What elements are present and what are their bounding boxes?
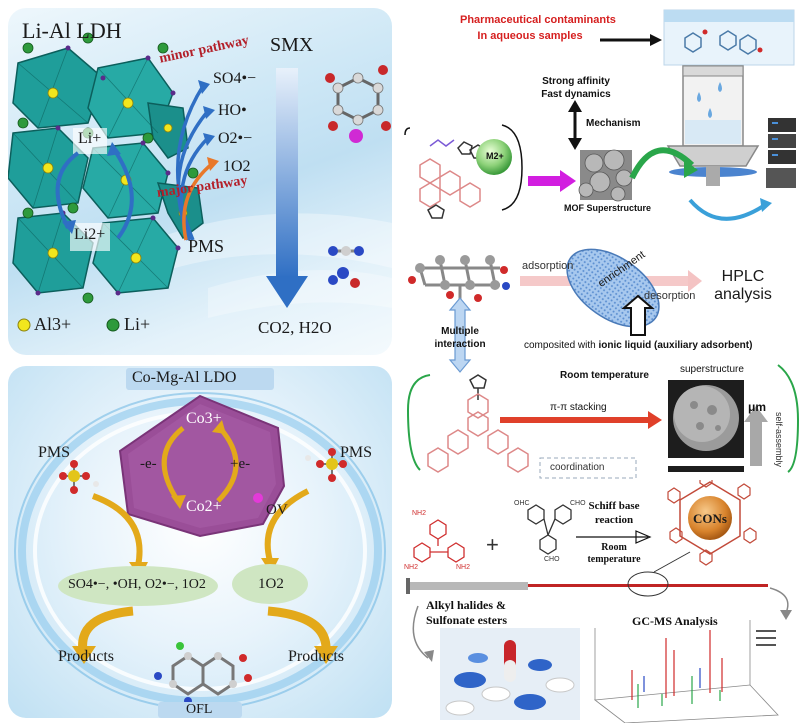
ofl-molecule bbox=[154, 642, 252, 705]
mechanism-label: Mechanism bbox=[586, 118, 641, 129]
pi-stacking-label: π-π stacking bbox=[550, 402, 607, 413]
metal-ion-label: M2+ bbox=[486, 151, 504, 161]
affinity-line2: Fast dynamics bbox=[541, 89, 611, 100]
pathway-arrows bbox=[175, 85, 215, 241]
multiple-interaction-line2: interaction bbox=[434, 339, 486, 350]
smx-label: SMX bbox=[270, 34, 314, 56]
amine-monomer bbox=[413, 519, 465, 563]
li-al-ldh-illustration bbox=[8, 32, 392, 332]
aldehyde-monomer bbox=[527, 504, 572, 555]
alkyl-halides-line2: Sulfonate esters bbox=[426, 613, 507, 627]
gcms-analysis-label: GC-MS Analysis bbox=[632, 614, 718, 628]
hplc-line1: HPLC bbox=[721, 268, 765, 285]
ldh-lattice bbox=[8, 32, 204, 304]
gcms-chromatogram bbox=[593, 620, 779, 723]
products-left-label: Products bbox=[58, 648, 114, 665]
sulfate-radical-label: SO4•− bbox=[213, 70, 257, 87]
pills-photo bbox=[440, 628, 580, 720]
radicals-label: SO4•−, •OH, O2•−, 1O2 bbox=[68, 577, 206, 592]
aldehyde-group-bottom: CHO bbox=[544, 556, 560, 563]
amine-group-left: NH2 bbox=[404, 564, 419, 571]
imidazole-ligand bbox=[419, 139, 487, 219]
room-temperature-label: Room temperature bbox=[560, 370, 649, 381]
co-mg-al-ldo-panel: Co-Mg-Al LDO Co3+ -e- +e- Co2+ OV PMS PM… bbox=[8, 366, 392, 718]
ionic-liquid-enrichment-panel: adsorption enrichment desorption HPLC an… bbox=[400, 240, 799, 480]
oxygen-vacancy-label: OV bbox=[266, 502, 288, 518]
adsorption-label: adsorption bbox=[522, 260, 574, 272]
contaminants-title-line1: Pharmaceutical contaminants bbox=[460, 14, 616, 26]
composited-prefix: composited with bbox=[524, 340, 599, 351]
cons-illustration bbox=[406, 480, 792, 723]
li-2plus-label: Li2+ bbox=[74, 226, 106, 243]
products-right-label: Products bbox=[288, 648, 344, 665]
superstructure-label: superstructure bbox=[680, 364, 744, 375]
room-temperature-line1: Room bbox=[601, 542, 627, 553]
cons-sphere bbox=[688, 496, 732, 540]
hydroxyl-radical-label: HO• bbox=[218, 102, 247, 119]
pms-molecule-right bbox=[305, 448, 347, 482]
pms-label: PMS bbox=[188, 236, 225, 256]
affinity-line1: Strong affinity bbox=[542, 76, 610, 87]
legend-li-label: Li+ bbox=[124, 314, 151, 334]
pms-left-label: PMS bbox=[38, 444, 71, 461]
radicals-ellipse bbox=[58, 566, 218, 606]
cons-label: CONs bbox=[693, 511, 727, 526]
li-plus-label: Li+ bbox=[78, 130, 102, 147]
aldehyde-group-left: OHC bbox=[514, 500, 530, 507]
cons-network bbox=[667, 480, 757, 566]
mof-illustration bbox=[404, 9, 796, 221]
ofl-label: OFL bbox=[186, 702, 213, 717]
ionic-liquid-label: ionic liquid (auxiliary adsorbent) bbox=[598, 340, 753, 351]
degradation-products-label: CO2, H2O bbox=[258, 318, 332, 337]
schiff-base-line1: Schiff base bbox=[588, 500, 640, 512]
mof-superstructure-panel: Pharmaceutical contaminants In aqueous s… bbox=[400, 0, 799, 240]
composited-label: composited with ionic liquid (auxiliary … bbox=[524, 340, 752, 351]
singlet-oxygen-label: 1O2 bbox=[258, 576, 284, 592]
co3-label: Co3+ bbox=[186, 410, 222, 427]
desorption-label: desorption bbox=[644, 290, 696, 302]
micrometer-label: μm bbox=[748, 400, 767, 414]
amine-group-right: NH2 bbox=[456, 564, 471, 571]
aldehyde-group-right: CHO bbox=[570, 500, 586, 507]
superoxide-radical-label: O2•− bbox=[218, 130, 253, 147]
self-assembly-label: self-assembly bbox=[774, 412, 784, 468]
hplc-line2: analysis bbox=[714, 286, 772, 303]
multiple-interaction-line1: Multiple bbox=[441, 326, 479, 337]
ionic-liquid-ligand bbox=[427, 374, 529, 473]
legend-al-label: Al3+ bbox=[34, 314, 72, 334]
singlet-oxygen-ellipse bbox=[232, 564, 308, 604]
mof-superstructure-label: MOF Superstructure bbox=[564, 203, 652, 213]
small-molecules bbox=[328, 246, 364, 288]
room-temperature-line2: temperature bbox=[587, 554, 641, 565]
plus-sign: + bbox=[486, 532, 499, 557]
alkyl-halides-line1: Alkyl halides & bbox=[426, 598, 507, 612]
panel-title: Co-Mg-Al LDO bbox=[132, 369, 237, 386]
schiff-base-line2: reaction bbox=[594, 514, 634, 526]
amine-group-top: NH2 bbox=[412, 510, 427, 517]
minus-electron-label: -e- bbox=[140, 456, 157, 472]
smx-molecule bbox=[325, 65, 391, 143]
plus-electron-label: +e- bbox=[230, 456, 251, 472]
coordination-label: coordination bbox=[550, 462, 605, 473]
pms-right-label: PMS bbox=[340, 444, 373, 461]
co2-label: Co2+ bbox=[186, 498, 222, 515]
singlet-oxygen-label: 1O2 bbox=[223, 158, 251, 175]
panel-title: Li-Al LDH bbox=[22, 18, 122, 43]
contaminants-title-line2: In aqueous samples bbox=[477, 30, 583, 42]
enrichment-illustration bbox=[406, 248, 799, 479]
pms-molecule-left bbox=[59, 460, 99, 494]
li-al-ldh-panel: Li-Al LDH SMX minor pathway SO4•− HO• O2… bbox=[8, 8, 392, 355]
co-mg-al-ldo-illustration bbox=[14, 368, 386, 718]
cons-gcms-panel: NH2 NH2 NH2 + OHC CHO CHO Schiff base re… bbox=[400, 480, 799, 723]
